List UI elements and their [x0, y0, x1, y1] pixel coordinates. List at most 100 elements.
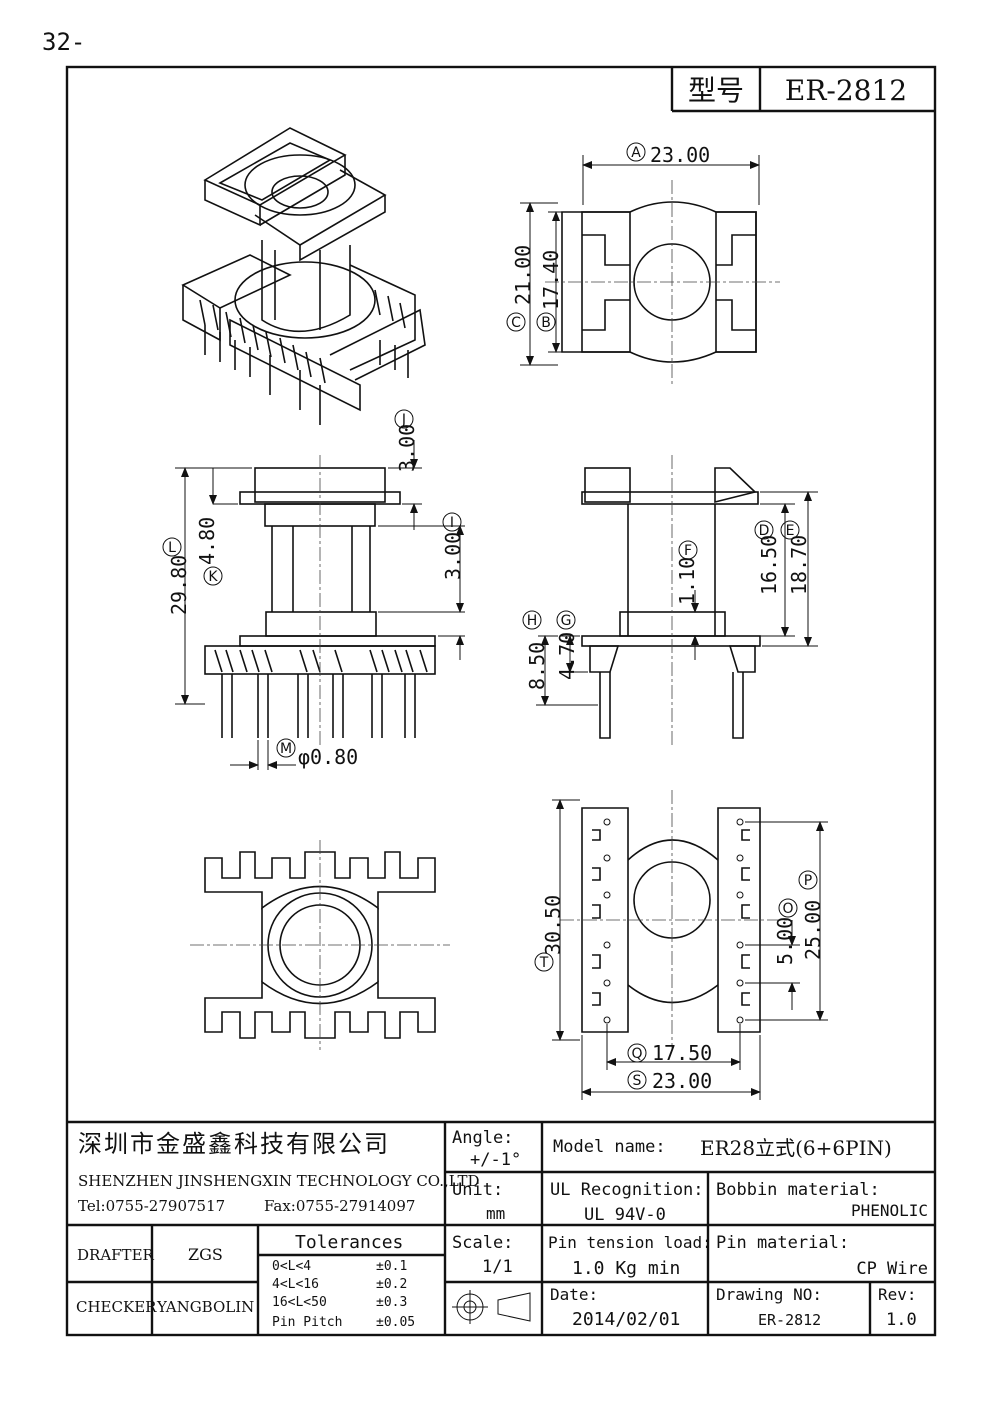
svg-text:T: T — [539, 955, 549, 971]
dim-Q-value: 17.50 — [652, 1041, 712, 1065]
angle-label: Angle: — [452, 1128, 513, 1148]
projection-symbol-icon — [452, 1290, 531, 1324]
top-view — [545, 180, 780, 385]
dim-P: P 25.00 — [745, 821, 828, 1021]
dim-S: S 23.00 — [581, 1035, 761, 1100]
svg-text:B: B — [541, 315, 551, 331]
svg-text:G: G — [561, 613, 572, 629]
company-tel: Tel:0755-27907517 — [78, 1197, 225, 1215]
pcb-view — [560, 790, 790, 1050]
unit-label: Unit: — [452, 1180, 503, 1200]
title-block: 深圳市金盛鑫科技有限公司 SHENZHEN JINSHENGXIN TECHNO… — [67, 1120, 935, 1335]
tol-value-4: ±0.05 — [376, 1315, 415, 1330]
bobbin-material-label: Bobbin material: — [716, 1180, 880, 1200]
svg-text:S: S — [633, 1073, 642, 1089]
type-label: 型号 — [688, 74, 744, 107]
dim-A: A 23.00 — [582, 142, 760, 205]
part-number-box: 型号 ER-2812 — [670, 67, 935, 113]
svg-text:M: M — [280, 741, 292, 757]
rev-label: Rev: — [878, 1285, 917, 1304]
tolerances-label: Tolerances — [295, 1232, 403, 1253]
dim-Q: Q 17.50 — [606, 1024, 741, 1070]
company-fax: Fax:0755-27914097 — [264, 1197, 415, 1215]
dim-M-value: φ0.80 — [298, 745, 358, 769]
dim-T: T 30.50 — [534, 799, 580, 1041]
svg-text:I: I — [450, 515, 454, 531]
tol-range-1: 0<L<4 — [272, 1259, 311, 1274]
dim-B: B 17.40 — [536, 211, 578, 353]
dim-E-value: 18.70 — [787, 535, 811, 595]
dim-M: M φ0.80 — [230, 738, 358, 770]
pin-tension-value: 1.0 Kg min — [572, 1258, 680, 1279]
dim-J-value: 3.00 — [395, 424, 419, 472]
bobbin-material-value: PHENOLIC — [851, 1201, 928, 1220]
isometric-view — [181, 127, 426, 425]
dim-C: C 21.00 — [506, 202, 558, 366]
company-name-en: SHENZHEN JINSHENGXIN TECHNOLOGY CO.,LTD — [78, 1172, 480, 1190]
dim-O-value: 5.00 — [773, 917, 797, 965]
svg-text:J: J — [401, 412, 406, 428]
company-name-cn: 深圳市金盛鑫科技有限公司 — [78, 1130, 390, 1158]
dim-H: H 8.50 — [522, 610, 598, 706]
tol-range-2: 4<L<16 — [272, 1277, 319, 1292]
svg-text:L: L — [168, 540, 176, 556]
dim-L-value: 29.80 — [167, 555, 191, 615]
date-label: Date: — [550, 1285, 598, 1304]
svg-text:K: K — [208, 569, 218, 585]
model-name-label: Model name: — [553, 1137, 666, 1157]
rev-value: 1.0 — [886, 1310, 917, 1330]
dim-T-value: 30.50 — [541, 895, 565, 955]
svg-text:D: D — [759, 523, 770, 539]
scale-label: Scale: — [452, 1233, 513, 1253]
dim-G-value: 4.70 — [555, 632, 579, 680]
drafter-value: ZGS — [188, 1245, 223, 1264]
svg-text:P: P — [804, 873, 812, 889]
unit-value: mm — [486, 1204, 505, 1223]
dim-A-value: 23.00 — [650, 143, 710, 167]
svg-text:F: F — [684, 543, 692, 559]
tol-value-3: ±0.3 — [376, 1295, 407, 1310]
pin-material-value: CP Wire — [856, 1259, 928, 1279]
dim-E: E 18.70 — [760, 491, 818, 647]
model-name-value: ER28立式(6+6PIN) — [700, 1136, 892, 1160]
dim-D-value: 16.50 — [757, 535, 781, 595]
part-number: ER-2812 — [785, 74, 907, 107]
dim-F-value: 1.10 — [675, 557, 699, 605]
pin-material-label: Pin material: — [716, 1233, 849, 1253]
svg-text:C: C — [511, 315, 521, 331]
pin-tension-label: Pin tension load: — [548, 1233, 712, 1252]
checker-label: CHECKER — [76, 1298, 157, 1316]
svg-text:E: E — [786, 523, 795, 539]
dim-S-value: 23.00 — [652, 1069, 712, 1093]
ul-recognition-value: UL 94V-0 — [584, 1205, 666, 1225]
front-view — [204, 455, 436, 745]
drafter-label: DRAFTER — [77, 1246, 155, 1264]
dim-C-value: 21.00 — [511, 245, 535, 305]
side-view — [581, 455, 761, 745]
dim-I: I 3.00 — [378, 512, 465, 660]
tol-range-4: Pin Pitch — [272, 1315, 342, 1330]
dim-L: L 29.80 — [162, 467, 252, 705]
svg-text:H: H — [527, 613, 538, 629]
tol-value-1: ±0.1 — [376, 1259, 407, 1274]
dim-G: G 4.70 — [555, 610, 588, 680]
dim-F: F 1.10 — [675, 540, 699, 660]
dim-J: J 3.00 — [388, 409, 422, 530]
drawing-border — [65, 65, 937, 1337]
dim-P-value: 25.00 — [801, 900, 825, 960]
drawing-no-label: Drawing NO: — [716, 1285, 822, 1304]
dim-K-value: 4.80 — [195, 517, 219, 565]
bottom-view — [190, 840, 450, 1050]
svg-text:A: A — [631, 145, 641, 161]
page-label: 32- — [42, 28, 85, 56]
date-value: 2014/02/01 — [572, 1309, 680, 1330]
ul-recognition-label: UL Recognition: — [550, 1180, 704, 1200]
dim-I-value: 3.00 — [441, 532, 465, 580]
dim-B-value: 17.40 — [539, 250, 563, 310]
svg-text:Q: Q — [631, 1046, 642, 1062]
drawing-no-value: ER-2812 — [758, 1311, 821, 1329]
angle-value: +/-1° — [470, 1150, 521, 1170]
dim-K: K 4.80 — [195, 468, 238, 586]
tol-value-2: ±0.2 — [376, 1277, 407, 1292]
